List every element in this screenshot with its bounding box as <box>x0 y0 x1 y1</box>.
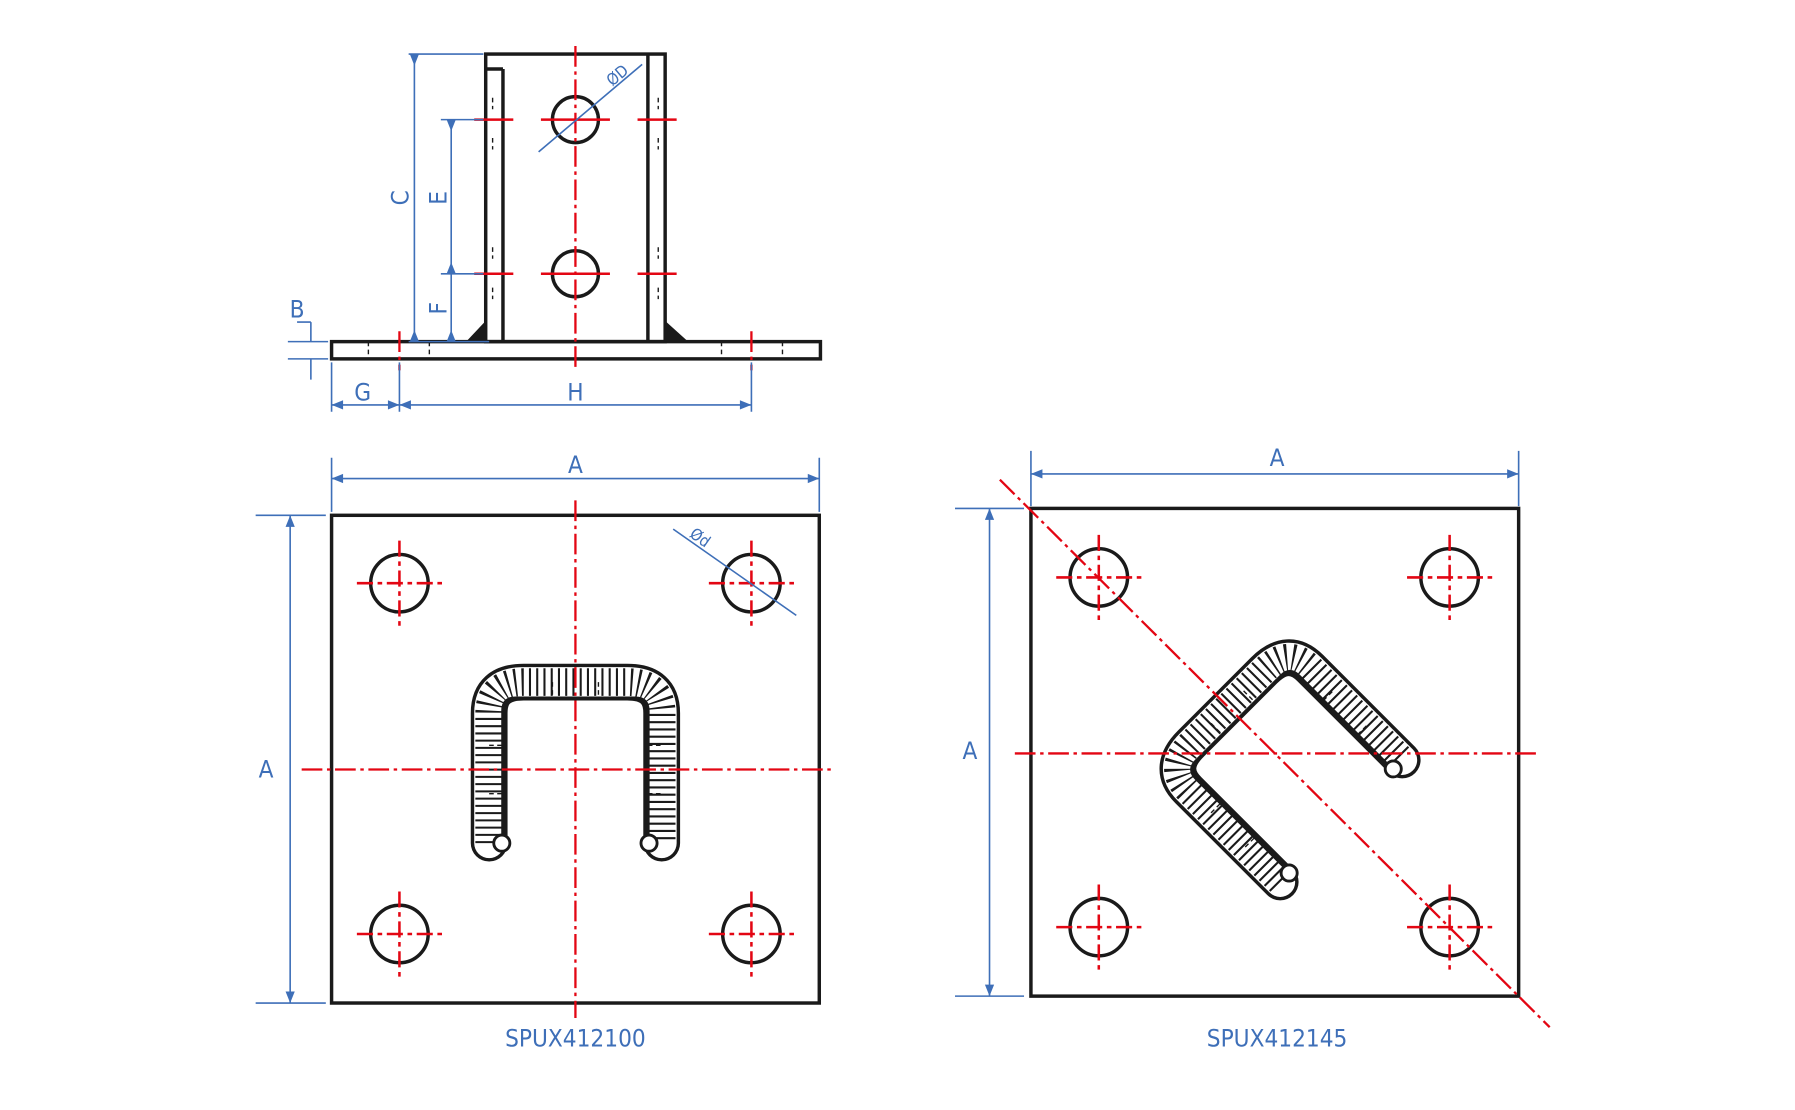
dim-label-b: B <box>290 295 305 323</box>
plan-view-rotated: A A SPUX412145 <box>955 444 1551 1053</box>
dim-label-h: H <box>567 378 583 406</box>
dim-label-g: G <box>354 378 371 406</box>
dim-label-width: A <box>1270 444 1285 472</box>
part-number: SPUX412145 <box>1207 1025 1348 1053</box>
plan-view-straight: A A Ød SPUX412100 <box>255 451 835 1053</box>
dim-label-height: A <box>963 737 978 765</box>
dim-label-f: F <box>425 302 453 315</box>
part-number: SPUX412100 <box>505 1025 646 1053</box>
fillet-weld <box>466 320 689 342</box>
dim-label-e: E <box>425 191 453 205</box>
dim-label-height: A <box>259 756 274 784</box>
side-view: C E F B G H ØD <box>287 46 823 412</box>
dim-label-width: A <box>568 451 583 479</box>
dim-label-c: C <box>387 190 415 205</box>
dim-label-hole-diameter: Ød <box>686 524 714 551</box>
dim-label-hole-diameter: ØD <box>603 61 632 90</box>
